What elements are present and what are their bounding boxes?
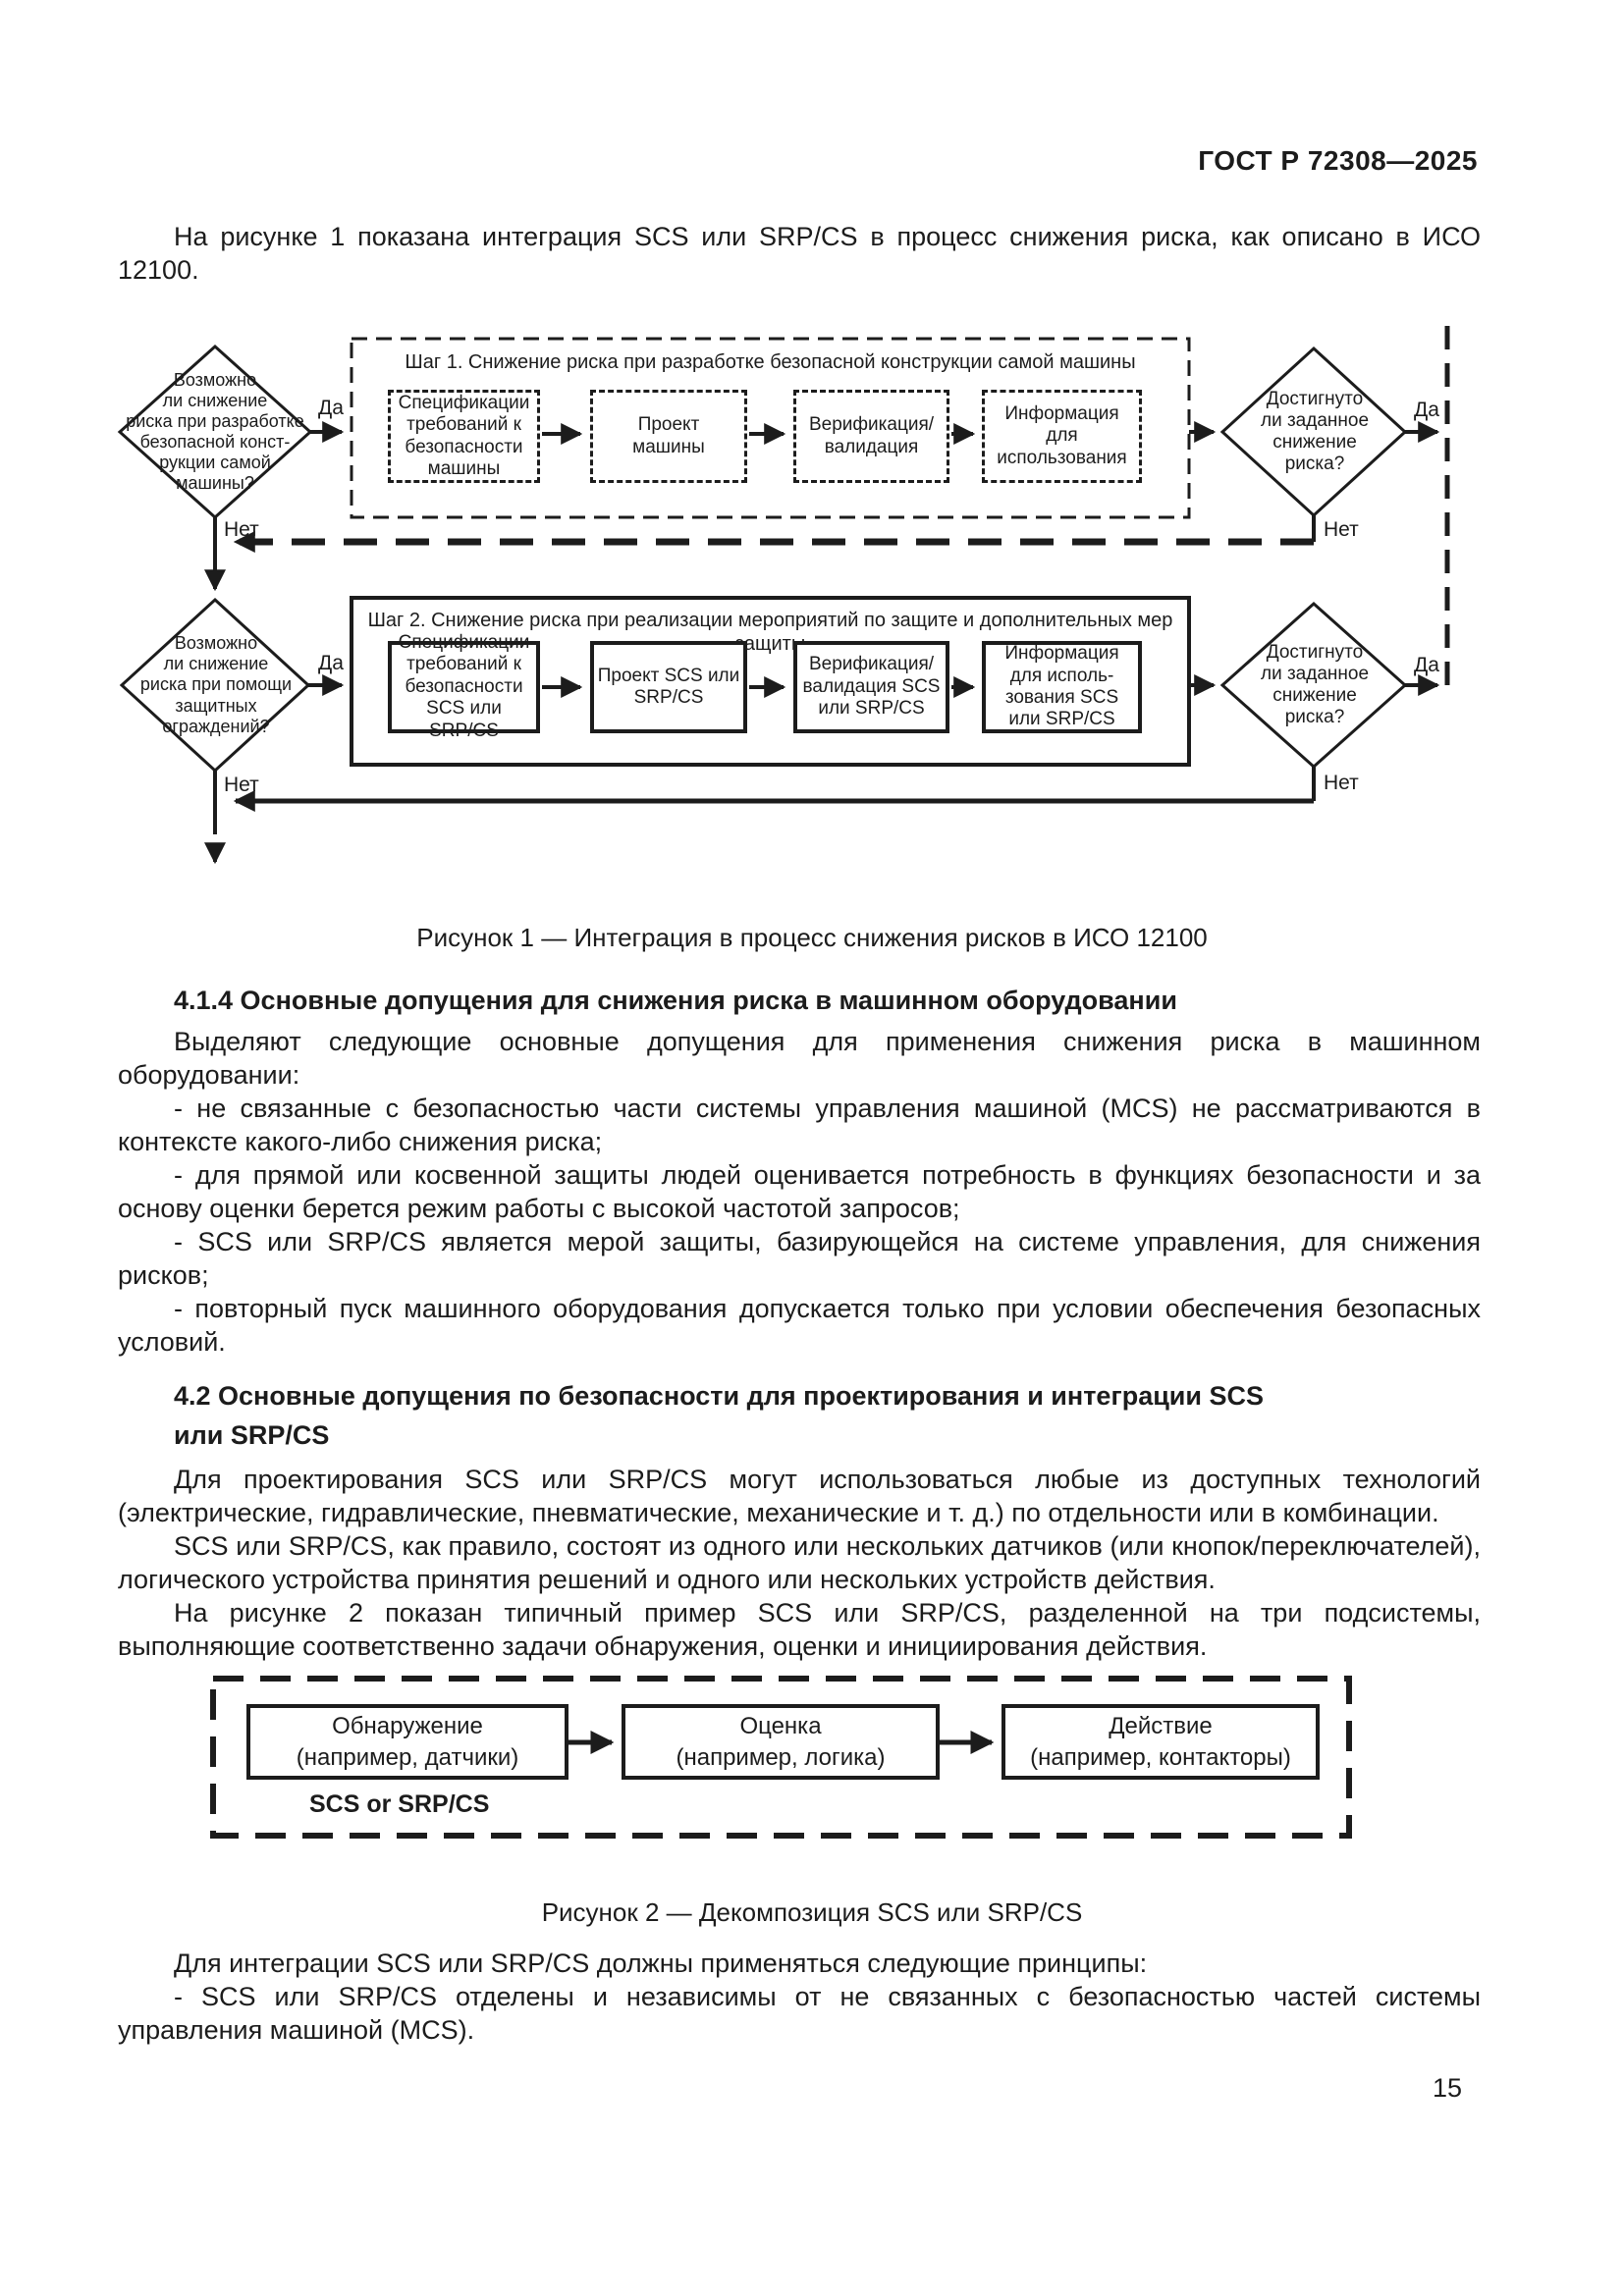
figure-1-lines: [117, 326, 1450, 865]
para-figure2-reference: На рисунке 2 показан типичный пример SCS…: [118, 1598, 1481, 1661]
bullet-restart-condition: - повторный пуск машинного оборудования …: [118, 1294, 1481, 1357]
bullet-scs-protective-measure: - SCS или SRP/CS является мерой защиты, …: [118, 1227, 1481, 1290]
step1-box-verification: Верификация/ валидация: [793, 390, 949, 483]
document-number: ГОСТ Р 72308—2025: [1198, 145, 1478, 176]
yes-label-1: Да: [318, 397, 344, 419]
flow-arrows: [308, 421, 1440, 698]
scs-srpcs-label: SCS or SRP/CS: [309, 1790, 490, 1818]
step1-box-machine-design: Проект машины: [590, 390, 747, 483]
step2-box-verification: Верификация/ валидация SCS или SRP/CS: [793, 641, 949, 733]
yes-label-3: Да: [318, 652, 344, 674]
intro-paragraph-block: На рисунке 1 показана интеграция SCS или…: [118, 220, 1481, 287]
yes-label-4: Да: [1414, 654, 1439, 676]
para-technologies: Для проектирования SCS или SRP/CS могут …: [118, 1465, 1481, 1527]
no-label-2: Нет: [1324, 518, 1359, 541]
step1-box-information: Информация для использования: [982, 390, 1142, 483]
step2-box-specification: Спецификации требований к безопасности S…: [388, 632, 540, 741]
bullet-protection-need: - для прямой или косвенной защиты людей …: [118, 1160, 1481, 1223]
heading-4-1-4: 4.1.4 Основные допущения для снижения ри…: [174, 986, 1177, 1015]
step1-frame: [350, 337, 1191, 519]
figure-1-flowchart: Шаг 1. Снижение риска при разработке без…: [98, 324, 1463, 903]
yes-label-2: Да: [1414, 399, 1439, 421]
subsystem-action-box: Действие (например, контакторы): [1001, 1704, 1320, 1780]
decision-achieved1-text: Достигнуто ли заданное снижение риска?: [1260, 388, 1370, 475]
decision-design-text: Возможно ли снижение риска при разработк…: [126, 369, 304, 494]
decision-achieved2-text: Достигнуто ли заданное снижение риска?: [1260, 641, 1370, 728]
para-composition: SCS или SRP/CS, как правило, состоят из …: [118, 1531, 1481, 1594]
closing-intro: Для интеграции SCS или SRP/CS должны при…: [174, 1949, 1148, 1978]
bullet-mcs-not-considered: - не связанные с безопасностью части сис…: [118, 1094, 1481, 1156]
figure-1-caption: Рисунок 1 — Интеграция в процесс снижени…: [416, 923, 1208, 952]
step1-box-specification: Спецификации требований к безопасности м…: [388, 390, 540, 483]
page-number: 15: [1432, 2073, 1462, 2103]
figure-2-lines: [210, 1676, 1352, 1839]
step2-frame: [350, 596, 1191, 767]
section-4-1-4-intro: Выделяют следующие основные допущения дл…: [118, 1027, 1481, 1090]
figure-2-caption: Рисунок 2 — Декомпозиция SCS или SRP/CS: [541, 1897, 1083, 1927]
decision-guards-text: Возможно ли снижение риска при помощи за…: [139, 633, 293, 736]
subsystem-detection-box: Обнаружение (например, датчики): [246, 1704, 568, 1780]
scs-boundary-frame: [210, 1676, 1352, 1839]
closing-bullet-separation: - SCS или SRP/CS отделены и независимы о…: [118, 1982, 1481, 2045]
no-label-4: Нет: [1324, 772, 1359, 794]
step2-box-scs-design: Проект SCS или SRP/CS: [590, 641, 747, 733]
closing-text: Для интеграции SCS или SRP/CS должны при…: [118, 1947, 1481, 2047]
section-4-1-4-text: Выделяют следующие основные допущения дл…: [118, 1025, 1481, 1359]
no-label-3: Нет: [224, 774, 259, 796]
step2-title: Шаг 2. Снижение риска при реализации мер…: [367, 610, 1173, 655]
section-4-2-text: Для проектирования SCS или SRP/CS могут …: [118, 1463, 1481, 1663]
figure-2-decomposition: Обнаружение (например, датчики) Оценка (…: [209, 1675, 1353, 1842]
no-label-1: Нет: [224, 518, 259, 541]
subsystem-evaluation-box: Оценка (например, логика): [622, 1704, 940, 1780]
step1-title: Шаг 1. Снижение риска при разработке без…: [405, 351, 1136, 373]
intro-paragraph: На рисунке 1 показана интеграция SCS или…: [118, 222, 1481, 285]
step2-box-information: Информация для исполь- зования SCS или S…: [982, 641, 1142, 733]
heading-4-2: 4.2 Основные допущения по безопасности д…: [174, 1381, 1265, 1450]
